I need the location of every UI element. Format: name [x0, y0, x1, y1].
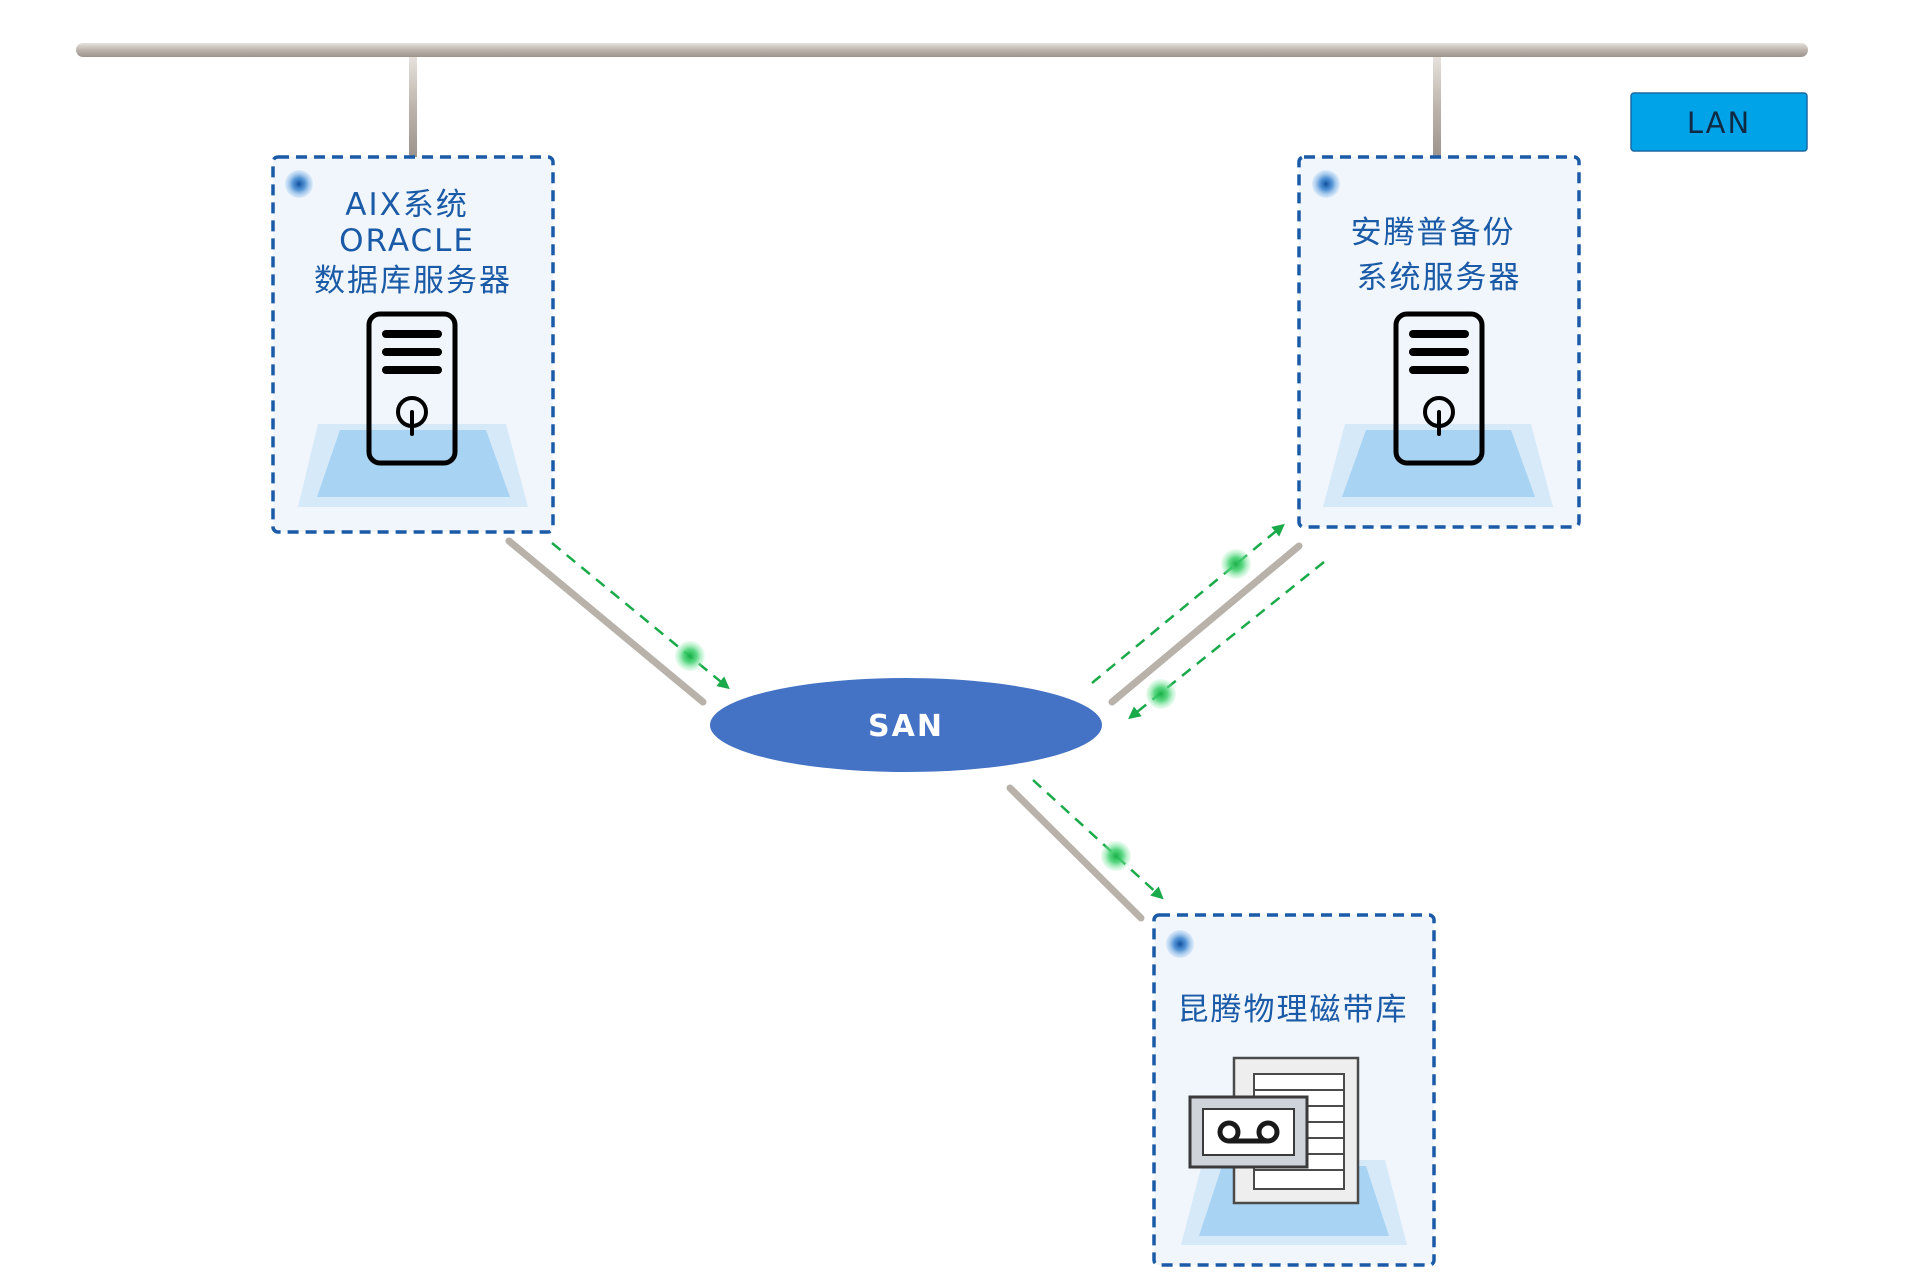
tape-library-node: 昆腾物理磁带库 [1152, 913, 1436, 1267]
cable-db-to-san [505, 537, 707, 706]
label-line: 安腾普备份 [1351, 215, 1516, 251]
san-node: SAN [710, 678, 1102, 772]
label-line: ORACLE [339, 223, 475, 259]
db-server-node: AIX系统 ORACLE 数据库服务器 [271, 155, 555, 534]
flow-arrow-san-to-tape [1032, 779, 1164, 900]
server-tower-icon [1393, 311, 1485, 466]
cable-san-to-tape [1006, 784, 1145, 922]
status-indicator-icon [1312, 170, 1340, 198]
label-line: AIX系统 [345, 187, 469, 223]
flow-indicator-dot [1101, 841, 1131, 871]
label-line: 数据库服务器 [314, 263, 512, 299]
lan-drop-backup-server [1433, 57, 1441, 157]
cable-backup-to-san [1108, 542, 1303, 706]
lan-badge-box [1630, 92, 1808, 152]
san-label: SAN [868, 709, 944, 744]
flow-indicator-dot [1221, 549, 1251, 579]
server-tower-icon [366, 311, 458, 466]
lan-badge: LAN [1630, 92, 1808, 152]
label-line: 系统服务器 [1357, 260, 1522, 296]
backup-server-node: 安腾普备份 系统服务器 [1297, 155, 1581, 529]
status-indicator-icon [1166, 930, 1194, 958]
flow-indicator-dot [1146, 679, 1176, 709]
node-label: 昆腾物理磁带库 [1178, 992, 1409, 1028]
status-indicator-icon [285, 170, 313, 198]
san-ellipse [710, 678, 1102, 772]
flow-arrow-san-to-backup [1091, 523, 1285, 684]
flow-indicator-dot [675, 641, 705, 671]
node-label: 安腾普备份 系统服务器 [1351, 215, 1528, 296]
tape-library-icon [1188, 1056, 1360, 1205]
lan-drop-db-server [409, 57, 417, 157]
flow-arrow-backup-to-san [1128, 561, 1325, 720]
label-line: 昆腾物理磁带库 [1178, 992, 1409, 1028]
lan-label: LAN [1687, 106, 1751, 140]
lan-backbone-bar [76, 43, 1808, 57]
node-label: AIX系统 ORACLE 数据库服务器 [314, 187, 512, 299]
